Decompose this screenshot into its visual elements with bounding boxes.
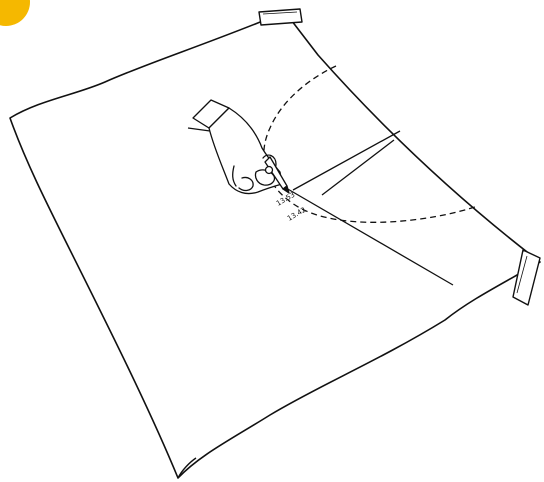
paper-sheet <box>10 12 540 478</box>
step-badge <box>0 0 30 26</box>
step-badge-circle <box>0 0 30 26</box>
tape-icon-top <box>259 9 302 25</box>
